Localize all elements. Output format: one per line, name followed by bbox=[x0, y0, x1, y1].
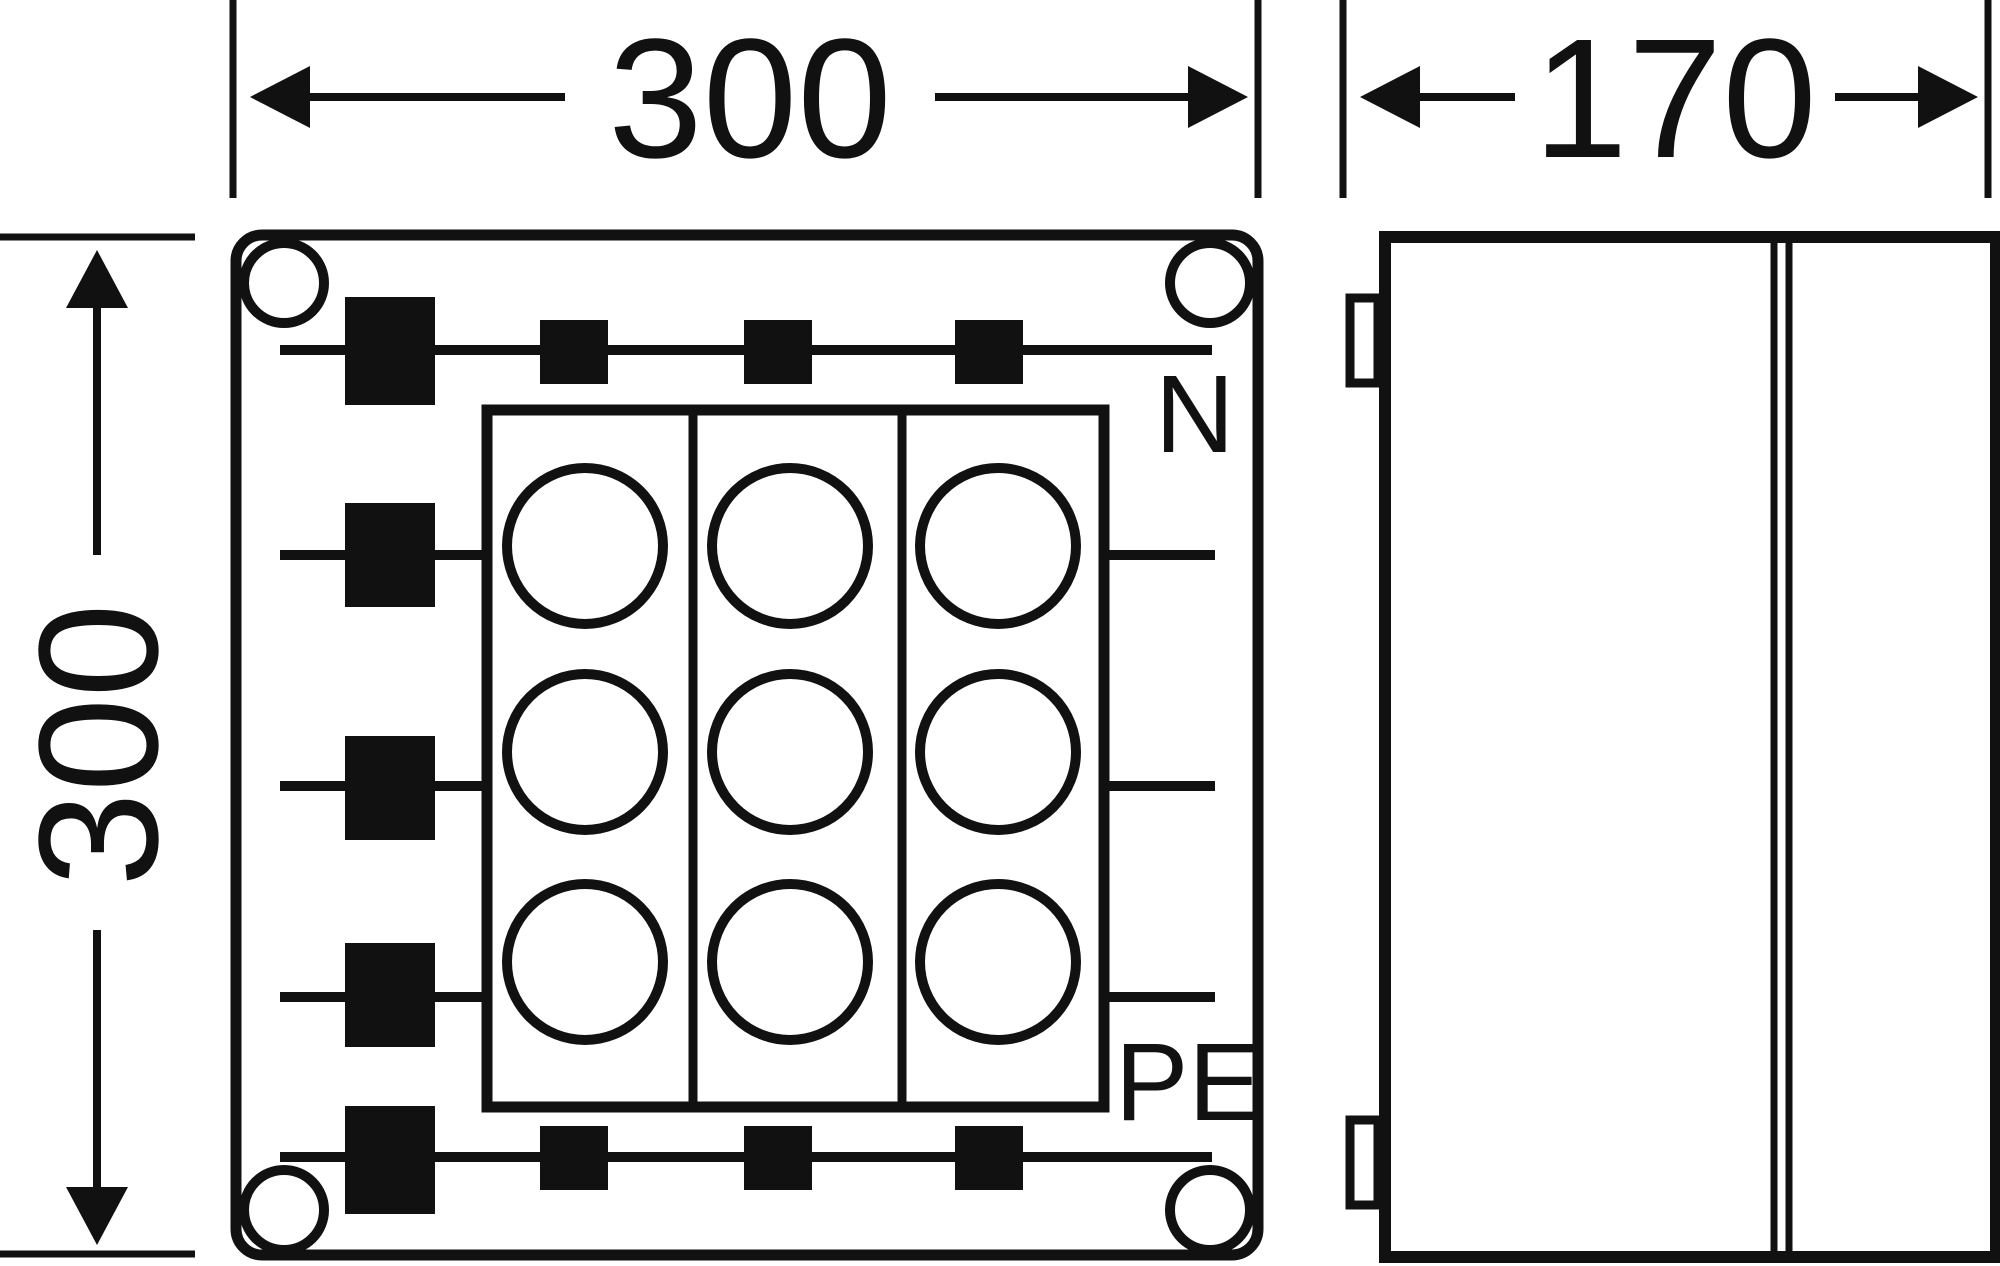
side-view bbox=[1345, 231, 2000, 1263]
depth-arrow-left bbox=[1360, 66, 1420, 128]
height-arrow-bottom bbox=[66, 1187, 128, 1245]
fuse-holder-icon bbox=[707, 669, 873, 835]
depth-arrow-right bbox=[1918, 66, 1978, 128]
depth-dimension-value: 170 bbox=[1533, 4, 1817, 194]
corner-screw-icon bbox=[239, 238, 329, 328]
neutral-busbar bbox=[280, 297, 1212, 405]
mounting-lug bbox=[1345, 1115, 1383, 1210]
height-dimension: 300 bbox=[0, 233, 195, 1258]
busbar-terminal bbox=[744, 320, 812, 384]
phase-terminal bbox=[345, 736, 435, 840]
phase-terminal bbox=[345, 503, 435, 607]
fuse-block-frame bbox=[481, 404, 1110, 1113]
busbar-main-terminal bbox=[345, 297, 435, 405]
phase-terminal bbox=[345, 943, 435, 1047]
busbar-terminal bbox=[955, 1126, 1023, 1190]
side-outline bbox=[1379, 231, 2000, 1263]
front-view: N PE bbox=[230, 229, 1264, 1261]
fuse-holder-icon bbox=[502, 669, 668, 835]
fuse-block bbox=[481, 404, 1110, 1113]
enclosure-outline bbox=[230, 229, 1264, 1261]
fuse-holder-icon bbox=[915, 879, 1081, 1045]
fuse-holder-icon bbox=[502, 879, 668, 1045]
corner-screw-icon bbox=[1165, 238, 1255, 328]
fuse-holder-icon bbox=[915, 669, 1081, 835]
fuse-holder-icon bbox=[707, 463, 873, 629]
depth-dimension: 170 bbox=[1339, 0, 1992, 198]
width-arrow-right bbox=[1188, 66, 1248, 128]
width-dimension: 300 bbox=[229, 0, 1262, 198]
fuse-holder-icon bbox=[707, 879, 873, 1045]
height-arrow-top bbox=[66, 250, 128, 308]
corner-screw-icon bbox=[1165, 1165, 1255, 1255]
earth-busbar bbox=[280, 1106, 1212, 1214]
neutral-label: N bbox=[1155, 353, 1234, 476]
phase-conductors bbox=[280, 503, 1215, 1047]
height-dimension-value: 300 bbox=[4, 603, 194, 887]
fuse-holder-icon bbox=[915, 463, 1081, 629]
busbar-main-terminal bbox=[345, 1106, 435, 1214]
width-dimension-value: 300 bbox=[608, 4, 892, 194]
width-arrow-left bbox=[250, 66, 310, 128]
mounting-lug bbox=[1345, 293, 1383, 388]
busbar-terminal bbox=[955, 320, 1023, 384]
corner-screw-icon bbox=[239, 1165, 329, 1255]
busbar-terminal bbox=[744, 1126, 812, 1190]
busbar-terminal bbox=[540, 320, 608, 384]
busbar-terminal bbox=[540, 1126, 608, 1190]
earth-label: PE bbox=[1115, 1021, 1262, 1144]
fuse-holder-icon bbox=[502, 463, 668, 629]
